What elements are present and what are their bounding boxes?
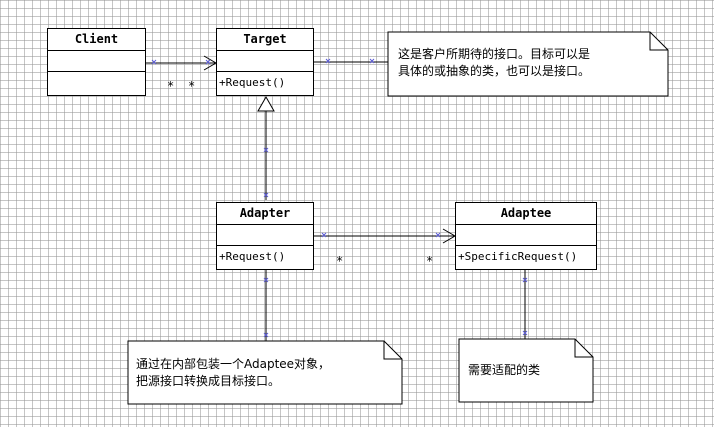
target-end-multiplicity: * bbox=[188, 79, 196, 93]
target-note-line-2: 具体的或抽象的类，也可以是接口。 bbox=[398, 64, 591, 78]
adaptee-note-shape bbox=[458, 338, 594, 403]
class-client-attributes bbox=[48, 50, 145, 71]
class-adaptee-name: Adaptee bbox=[500, 206, 552, 220]
generalization-triangle bbox=[257, 95, 275, 112]
class-adapter-operation: +Request() bbox=[217, 245, 313, 269]
adapter-note[interactable]: 通过在内部包装一个Adaptee对象， 把源接口转换成目标接口。 bbox=[136, 356, 382, 390]
class-adaptee-attributes bbox=[456, 224, 596, 245]
class-adaptee[interactable]: Adaptee +SpecificRequest() bbox=[455, 202, 597, 270]
target-note[interactable]: 这是客户所期待的接口。目标可以是 具体的或抽象的类，也可以是接口。 bbox=[398, 46, 648, 80]
class-adapter-name: Adapter bbox=[239, 206, 291, 220]
class-client-operations bbox=[48, 71, 145, 95]
class-adapter-attributes bbox=[217, 224, 313, 245]
class-target-name: Target bbox=[243, 32, 287, 46]
adaptee-note-line-1: 需要适配的类 bbox=[468, 363, 541, 377]
adapter-note-line-2: 把源接口转换成目标接口。 bbox=[136, 374, 281, 388]
connector-markers bbox=[151, 58, 528, 338]
adaptee-note[interactable]: 需要适配的类 bbox=[468, 362, 578, 379]
class-adapter[interactable]: Adapter +Request() bbox=[216, 202, 314, 270]
target-note-line-1: 这是客户所期待的接口。目标可以是 bbox=[398, 47, 591, 61]
class-target-operation: +Request() bbox=[217, 71, 313, 95]
class-adaptee-operation: +SpecificRequest() bbox=[456, 245, 596, 269]
adapter-note-shape bbox=[127, 340, 403, 405]
class-target-attributes bbox=[217, 50, 313, 71]
class-client-name: Client bbox=[74, 32, 119, 46]
client-end-multiplicity: * bbox=[167, 79, 175, 93]
adapter-note-line-1: 通过在内部包装一个Adaptee对象， bbox=[136, 357, 331, 371]
class-client[interactable]: Client bbox=[47, 28, 146, 96]
class-target[interactable]: Target +Request() bbox=[216, 28, 314, 96]
adapter-end-multiplicity: * bbox=[336, 254, 344, 268]
target-note-shape bbox=[387, 31, 669, 97]
adaptee-end-multiplicity: * bbox=[426, 254, 434, 268]
